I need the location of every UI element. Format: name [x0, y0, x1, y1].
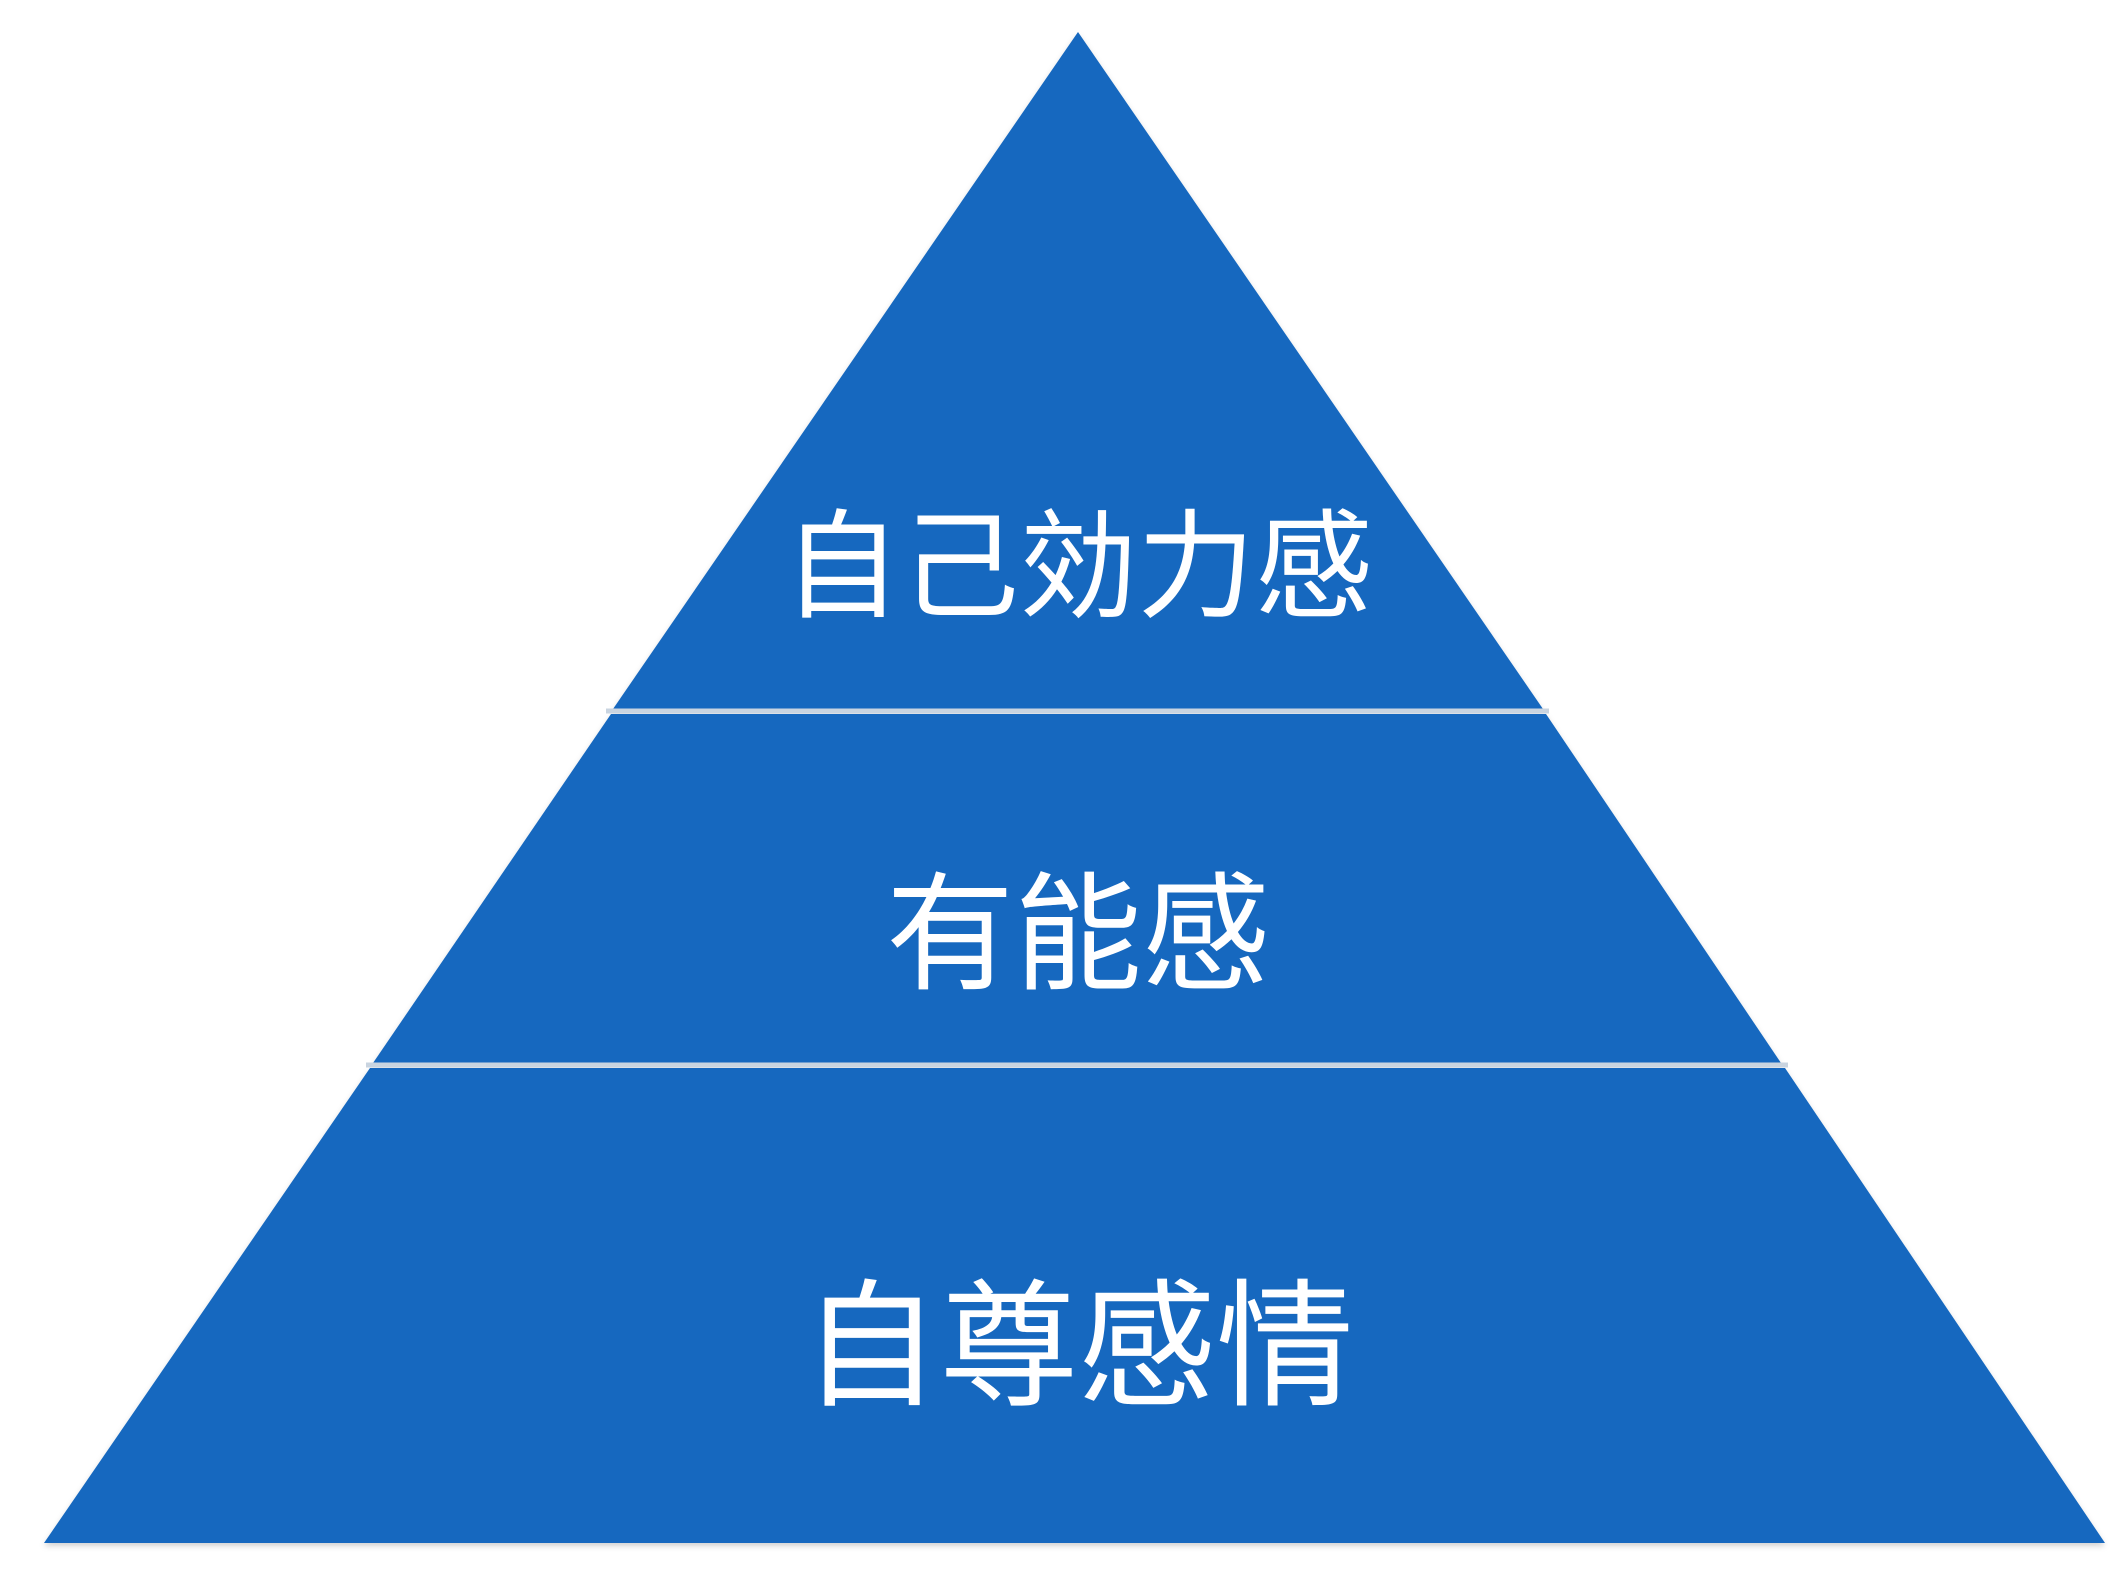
- pyramid-tier-top-label: 自己効力感: [783, 498, 1373, 636]
- pyramid-tier-bottom-shape: [44, 1068, 2105, 1543]
- pyramid-tier-middle: 有能感: [373, 714, 1781, 1063]
- pyramid-tier-bottom: 自尊感情: [44, 1068, 2105, 1543]
- pyramid-tier-middle-label: 有能感: [886, 861, 1270, 1010]
- pyramid-tier-top: 自己効力感: [613, 32, 1543, 709]
- pyramid-tier-bottom-label: 自尊感情: [802, 1267, 1354, 1428]
- pyramid-tier-top-shape: [613, 32, 1543, 709]
- pyramid-tier-middle-shape: [373, 714, 1781, 1063]
